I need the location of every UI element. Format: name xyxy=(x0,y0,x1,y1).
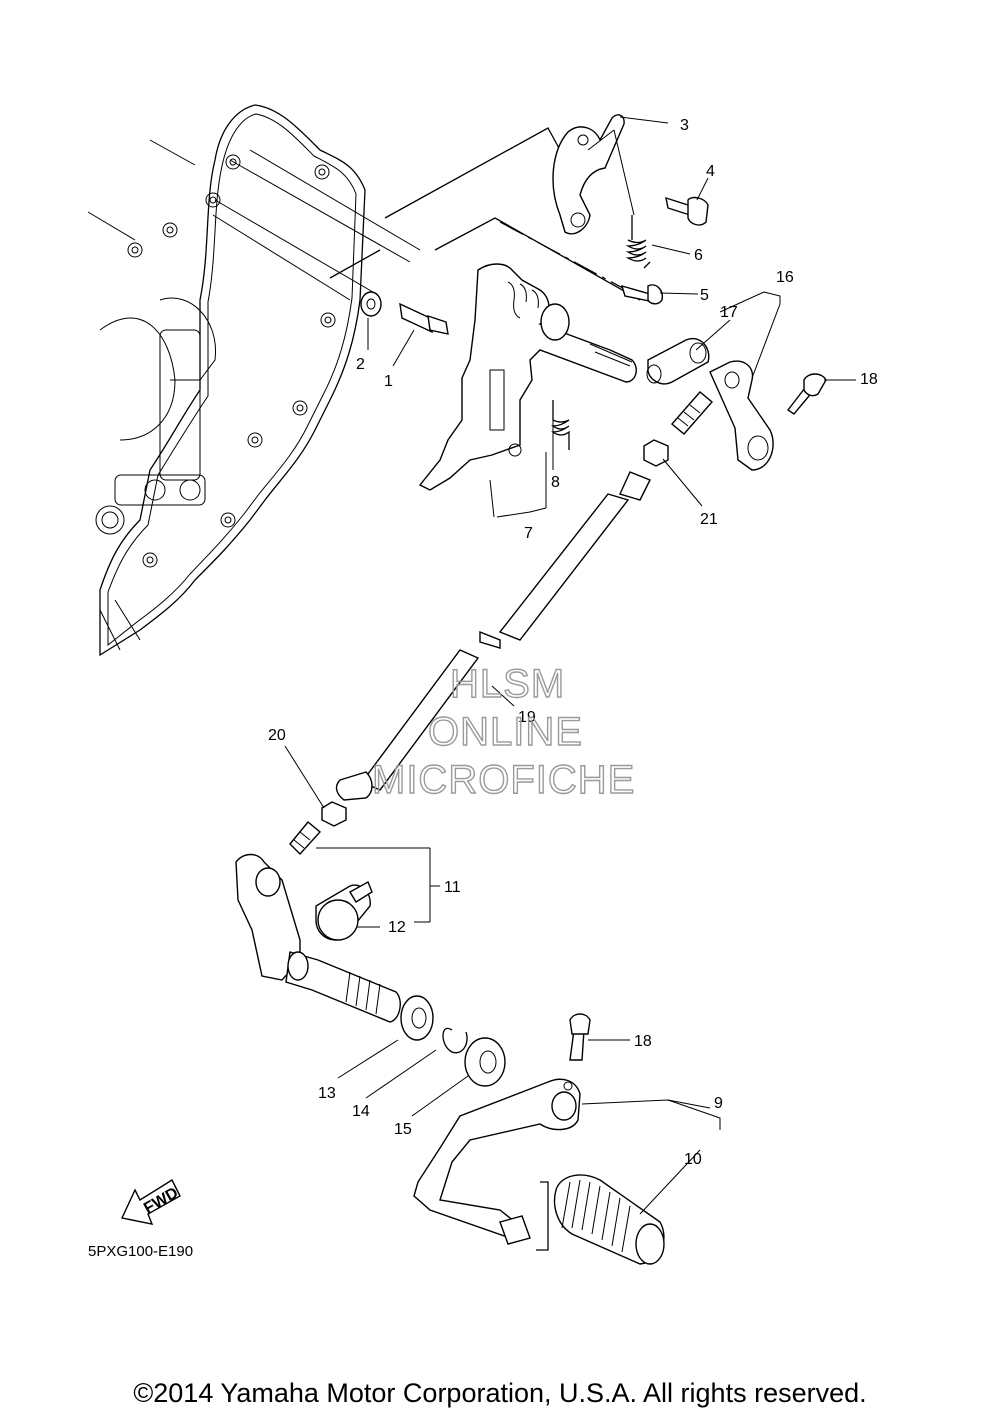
label-part-1: 1 xyxy=(384,373,393,390)
watermark-line-3: MICROFICHE xyxy=(372,758,635,802)
part-18-bolt-bottom xyxy=(569,1013,591,1061)
engine-case xyxy=(87,104,366,657)
label-part-21: 21 xyxy=(700,511,718,528)
part-3-stopper-lever xyxy=(552,114,625,235)
label-part-17: 17 xyxy=(720,304,738,321)
watermark: HLSM ONLINE MICROFICHE xyxy=(371,661,635,802)
part-4-bolt xyxy=(665,196,709,226)
part-10-pedal-rubber xyxy=(536,1174,665,1265)
label-part-20: 20 xyxy=(268,727,286,744)
lower-shift-shaft xyxy=(285,951,401,1023)
label-part-19: 19 xyxy=(518,709,536,726)
part-13-washer xyxy=(400,995,434,1041)
part-7-shift-shaft xyxy=(418,263,637,491)
part-14-circlip xyxy=(442,1027,468,1054)
label-part-9: 9 xyxy=(714,1095,723,1112)
leader-lines xyxy=(284,116,856,1215)
part-15-collar xyxy=(464,1037,506,1087)
fwd-arrow xyxy=(120,1178,181,1225)
label-part-15: 15 xyxy=(394,1121,412,1138)
watermark-line-1: HLSM xyxy=(450,662,565,706)
part-9-shift-pedal xyxy=(413,1078,581,1245)
part-19-shift-rod xyxy=(335,471,651,801)
part-11-shift-lever-assy xyxy=(235,821,322,981)
part-17-rod-end xyxy=(646,337,710,385)
label-part-11: 11 xyxy=(444,879,461,896)
label-part-5: 5 xyxy=(700,287,709,304)
label-part-13: 13 xyxy=(318,1085,336,1102)
label-part-16: 16 xyxy=(776,269,794,286)
diagram-code: 5PXG100-E190 xyxy=(88,1243,193,1260)
label-part-18-top: 18 xyxy=(860,371,878,388)
copyright-notice: ©2014 Yamaha Motor Corporation, U.S.A. A… xyxy=(133,1378,867,1408)
part-1-bolt xyxy=(399,302,449,335)
alignment-lines xyxy=(212,127,646,301)
watermark-line-2: ONLINE xyxy=(428,710,583,754)
label-part-6: 6 xyxy=(694,247,703,264)
part-12-rod-joint xyxy=(315,881,373,941)
part-6-spring xyxy=(625,215,651,269)
label-part-3: 3 xyxy=(680,117,689,134)
part-2-washer xyxy=(360,291,382,317)
part-8-spring xyxy=(551,400,570,450)
part-21-nut xyxy=(643,439,669,467)
label-part-2: 2 xyxy=(356,356,365,373)
part-18-bolt-top xyxy=(786,373,827,415)
label-part-4: 4 xyxy=(706,163,715,180)
label-part-18-bottom: 18 xyxy=(634,1033,652,1050)
part-20-nut xyxy=(321,801,347,827)
label-part-14: 14 xyxy=(352,1103,370,1120)
part-16-shift-arm xyxy=(671,360,774,471)
label-part-8: 8 xyxy=(551,474,560,491)
part-5-pin xyxy=(620,284,663,305)
part-labels: 3 4 6 5 16 17 18 2 1 8 21 7 19 20 11 12 … xyxy=(88,117,878,1260)
label-part-10: 10 xyxy=(684,1151,702,1168)
label-part-12: 12 xyxy=(388,919,406,936)
label-part-7: 7 xyxy=(524,525,533,542)
